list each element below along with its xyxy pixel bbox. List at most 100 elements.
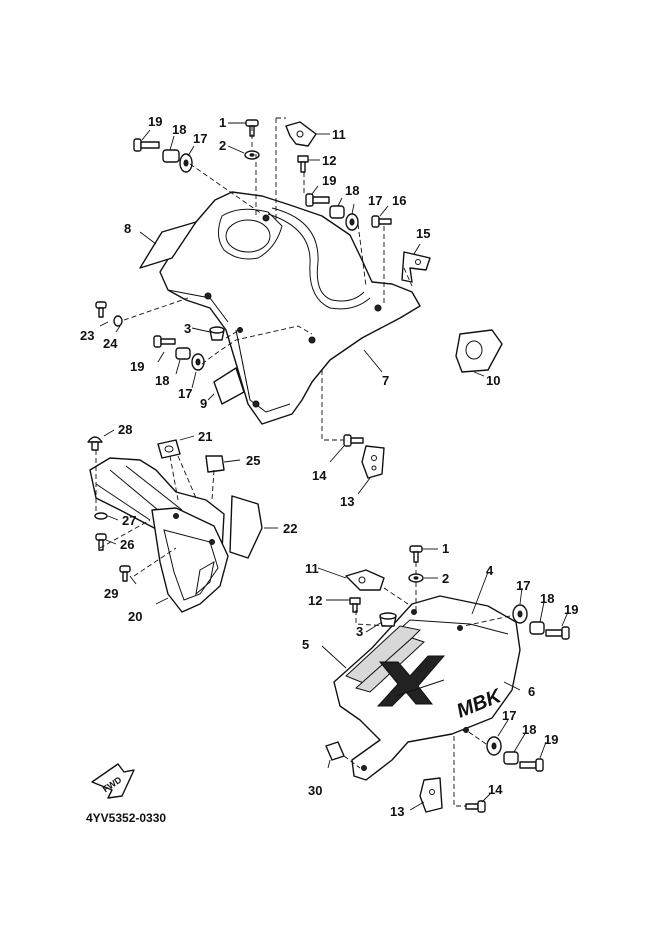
upper-cowl-assembly [159, 191, 421, 425]
bracket-13-hole [429, 789, 435, 795]
grommet-hole-icon [237, 327, 243, 333]
upper-cowl-duct [218, 208, 283, 260]
callout-30: 30 [308, 783, 322, 798]
callout-17-lower-b: 17 [502, 708, 516, 723]
grommet-hole-icon [308, 336, 316, 344]
inner-panel-assembly [89, 457, 229, 613]
collar-18-icon [175, 347, 191, 360]
callout-3: 3 [184, 321, 191, 336]
inner-panel-lower-20 [151, 507, 229, 613]
side-cover-assembly: MBK [333, 595, 521, 781]
washer-2-hole [413, 576, 419, 580]
grommet-hole-icon [252, 400, 260, 408]
bolt-19-icon [545, 626, 570, 640]
grommet-hole-icon [204, 292, 212, 300]
clip-30-icon [325, 741, 345, 761]
callout-5: 5 [302, 637, 309, 652]
bolt-16-icon [371, 215, 392, 228]
nut-25-icon [205, 455, 225, 473]
upper-cowl-cable [271, 207, 365, 302]
washer-2-hole [249, 153, 255, 157]
grommet-hole-icon [374, 304, 382, 312]
callout-21: 21 [198, 429, 212, 444]
callout-28: 28 [118, 422, 132, 437]
callout-11-lower: 11 [305, 561, 319, 576]
callout-18: 18 [172, 122, 186, 137]
decal-9-icon [213, 367, 245, 405]
grommet-hole-icon [411, 609, 417, 615]
screw-1-icon [409, 545, 423, 563]
callout-7: 7 [382, 373, 389, 388]
bracket-13-hole [371, 465, 377, 471]
callout-2: 2 [219, 138, 226, 153]
callout-3-lower: 3 [356, 624, 363, 639]
stripe-5-icon [345, 625, 422, 685]
grommet-hole-icon [209, 539, 215, 545]
callout-29: 29 [104, 586, 118, 601]
grommet-hole-icon [173, 513, 179, 519]
collar-18-icon [503, 751, 519, 765]
callout-13-lower: 13 [390, 804, 404, 819]
callout-18-upper-mid: 18 [345, 183, 359, 198]
callout-9: 9 [200, 396, 207, 411]
emblem-10-icon [455, 329, 503, 373]
callout-19: 19 [148, 114, 162, 129]
x-logo-underline [395, 679, 445, 697]
callout-18-mid: 18 [155, 373, 169, 388]
callout-17-lower-a: 17 [516, 578, 530, 593]
bolt-19-icon [519, 758, 544, 772]
bracket-13-icon [361, 445, 385, 479]
callout-24: 24 [103, 336, 118, 351]
bracket-11-hole [296, 130, 304, 138]
cover-22-icon [229, 495, 263, 559]
grommet-hole-icon [262, 214, 270, 222]
callout-19-lower-b: 19 [544, 732, 558, 747]
grommet-hole-icon [361, 765, 367, 771]
callout-17-mid: 17 [178, 386, 192, 401]
nut-3-icon [379, 612, 397, 627]
callout-13: 13 [340, 494, 354, 509]
callout-1: 1 [219, 115, 226, 130]
bolt-14-icon [343, 434, 364, 447]
bolt-12-icon [297, 155, 309, 173]
grommet-17-icon [345, 213, 359, 231]
callout-10: 10 [486, 373, 500, 388]
callout-19-lower-a: 19 [564, 602, 578, 617]
callout-20: 20 [128, 609, 142, 624]
callout-1-lower: 1 [442, 541, 449, 556]
dashed-assembly-lines [95, 117, 511, 807]
callout-6: 6 [528, 684, 535, 699]
collar-18-icon [529, 621, 545, 635]
callout-labels: 1 2 11 12 19 18 17 19 18 17 16 15 8 7 10… [80, 114, 578, 819]
bolt-19-icon [153, 335, 176, 348]
callout-22: 22 [283, 521, 297, 536]
clip-21-icon [157, 439, 181, 459]
callout-2-lower: 2 [442, 571, 449, 586]
decal-8-icon [139, 221, 197, 269]
callout-26: 26 [120, 537, 134, 552]
forward-arrow-icon: FWD [91, 763, 135, 799]
bracket-13-hole [371, 455, 377, 461]
callout-11: 11 [332, 127, 346, 142]
callout-12-lower: 12 [308, 593, 322, 608]
grommet-17-icon [486, 736, 502, 756]
washer-27-icon [94, 512, 108, 520]
bracket-15-hole [415, 259, 421, 265]
callout-15: 15 [416, 226, 430, 241]
side-cover-body [333, 595, 521, 781]
bracket-13-icon [419, 777, 443, 813]
upper-cowl-body [159, 191, 421, 425]
bolt-14-icon [465, 800, 486, 813]
callout-19-upper-mid: 19 [322, 173, 336, 188]
x-logo-icon [376, 655, 446, 707]
upper-cowl-duct-rim [225, 219, 271, 253]
bolt-19-icon [133, 138, 160, 152]
bolt-19-icon [305, 193, 330, 207]
upper-cowl-cable-2 [267, 213, 371, 310]
rivet-28-icon [87, 436, 103, 451]
screw-29-icon [119, 565, 131, 582]
callout-25: 25 [246, 453, 260, 468]
leader-lines [99, 122, 569, 811]
callout-17: 17 [193, 131, 207, 146]
